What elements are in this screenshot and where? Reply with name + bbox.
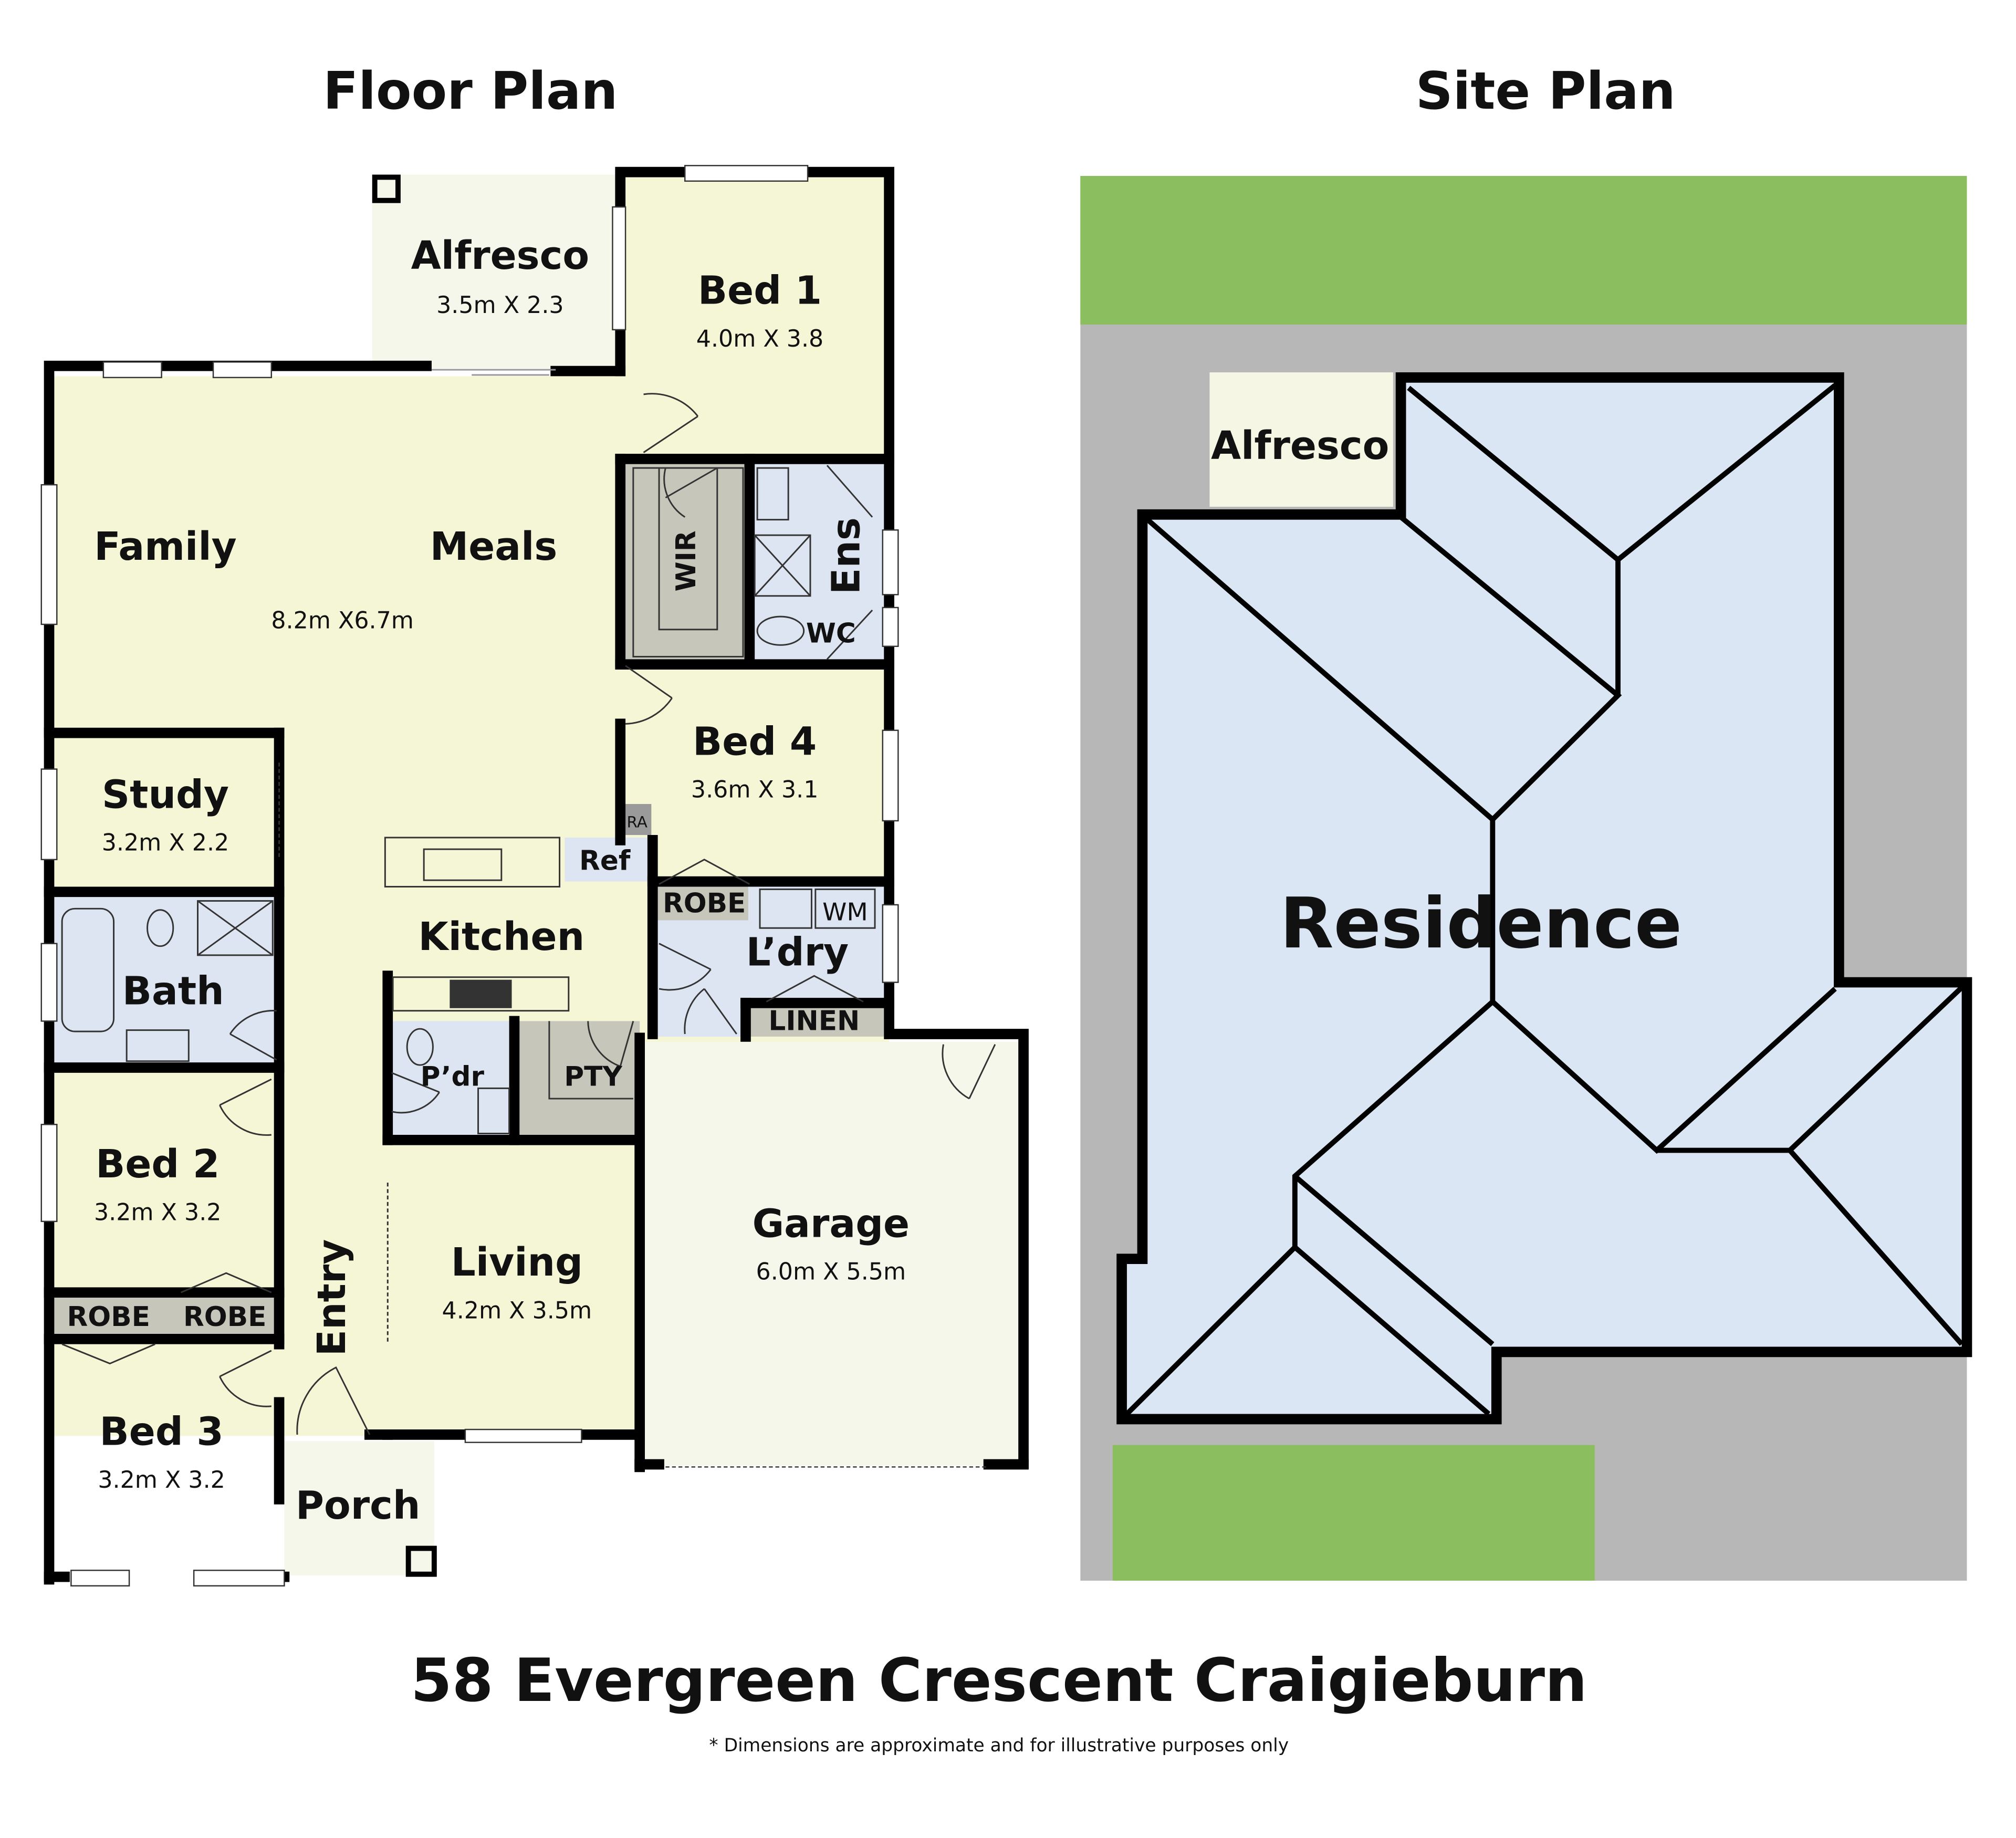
vanity-basin [477,1087,510,1134]
residence-label: Residence [1280,883,1682,964]
bed3-label: Bed 3 [100,1409,224,1455]
entry-label: Entry [309,1239,354,1356]
garage-dims: 6.0m X 5.5m [756,1259,906,1286]
powder-label: P’dr [421,1061,485,1092]
vanity-basin [756,467,789,521]
kitchen-sink [423,848,503,881]
robe-bed2 [54,1295,279,1338]
ens-label: Ens [823,517,869,594]
living-dims: 4.2m X 3.5m [442,1297,592,1324]
roof-ridges [1125,383,1964,1416]
linen-area [745,1002,884,1037]
wm-label: WM [822,898,868,926]
disclaimer: * Dimensions are approximate and for ill… [709,1735,1289,1756]
bed3-dims: 3.2m X 3.2 [98,1467,225,1494]
laundry-tub [759,888,812,929]
linen-label: LINEN [768,1006,860,1037]
powder-area [390,1021,515,1137]
robe-bed2-label: ROBE [183,1301,266,1333]
living-label: Living [451,1240,583,1285]
robe-bed4 [655,884,748,921]
room-labels: Alfresco 3.5m X 2.3 Bed 1 4.0m X 3.8 Fam… [67,233,910,1528]
windows [40,165,989,1587]
toilet-icon [756,615,805,646]
pantry-label: PTY [564,1061,622,1092]
family-label: Family [94,524,237,569]
site-alfresco [1209,372,1393,507]
bed2-dims: 3.2m X 3.2 [94,1199,221,1226]
alfresco-label: Alfresco [411,233,589,278]
bed4-label: Bed 4 [693,719,817,764]
porch-label: Porch [296,1483,421,1528]
wir-area [623,463,747,662]
ensuite-area [749,463,884,662]
ra-area [623,803,652,836]
bathtub [61,907,115,1032]
robe-bed3-label: ROBE [67,1301,150,1333]
meals-label: Meals [430,524,558,569]
wc-label: WC [806,618,856,649]
alfresco-area [372,174,618,369]
kitchen-label: Kitchen [418,914,584,959]
robe-bed4-label: ROBE [663,888,746,920]
cooktop [450,979,512,1008]
front-lawn [1112,1445,1595,1581]
doors [61,369,996,1435]
bath-label: Bath [122,968,224,1014]
toilet-icon [406,1028,434,1066]
site-plan: Alfresco Residence [1080,175,1972,1581]
property-address: 58 Evergreen Crescent Craigieburn [411,1646,1587,1715]
bed1-dims: 4.0m X 3.8 [696,326,823,352]
ref-area [565,837,650,882]
site-alfresco-label: Alfresco [1211,423,1389,468]
site-plan-title: Site Plan [1416,61,1676,121]
bed4-dims: 3.6m X 3.1 [691,777,818,803]
floor-plan-title: Floor Plan [323,61,618,121]
vanity-basin [126,1029,190,1062]
laundry-label: L’dry [746,930,849,975]
bed2-label: Bed 2 [96,1142,220,1187]
garage-label: Garage [753,1201,910,1246]
garage-area [642,1041,1021,1466]
residence-roof [1116,372,1972,1425]
rear-lawn [1080,175,1967,325]
washing-machine [814,888,876,929]
ens-shower [754,534,811,597]
toilet-icon [147,909,174,947]
shower [197,900,274,956]
study-dims: 3.2m X 2.2 [102,830,229,857]
bed1-area [625,177,884,462]
bed1-label: Bed 1 [698,268,822,314]
study-label: Study [102,772,229,817]
floor-plan: Alfresco 3.5m X 2.3 Bed 1 4.0m X 3.8 Fam… [40,165,1029,1587]
ref-label: Ref [579,845,631,876]
family-meals-dims: 8.2m X6.7m [271,607,414,634]
ra-label: RA [626,813,647,831]
alfresco-dims: 3.5m X 2.3 [436,292,563,319]
wir-label: WIR [671,530,702,591]
pantry-area [517,1021,640,1137]
fixtures [61,467,876,1134]
